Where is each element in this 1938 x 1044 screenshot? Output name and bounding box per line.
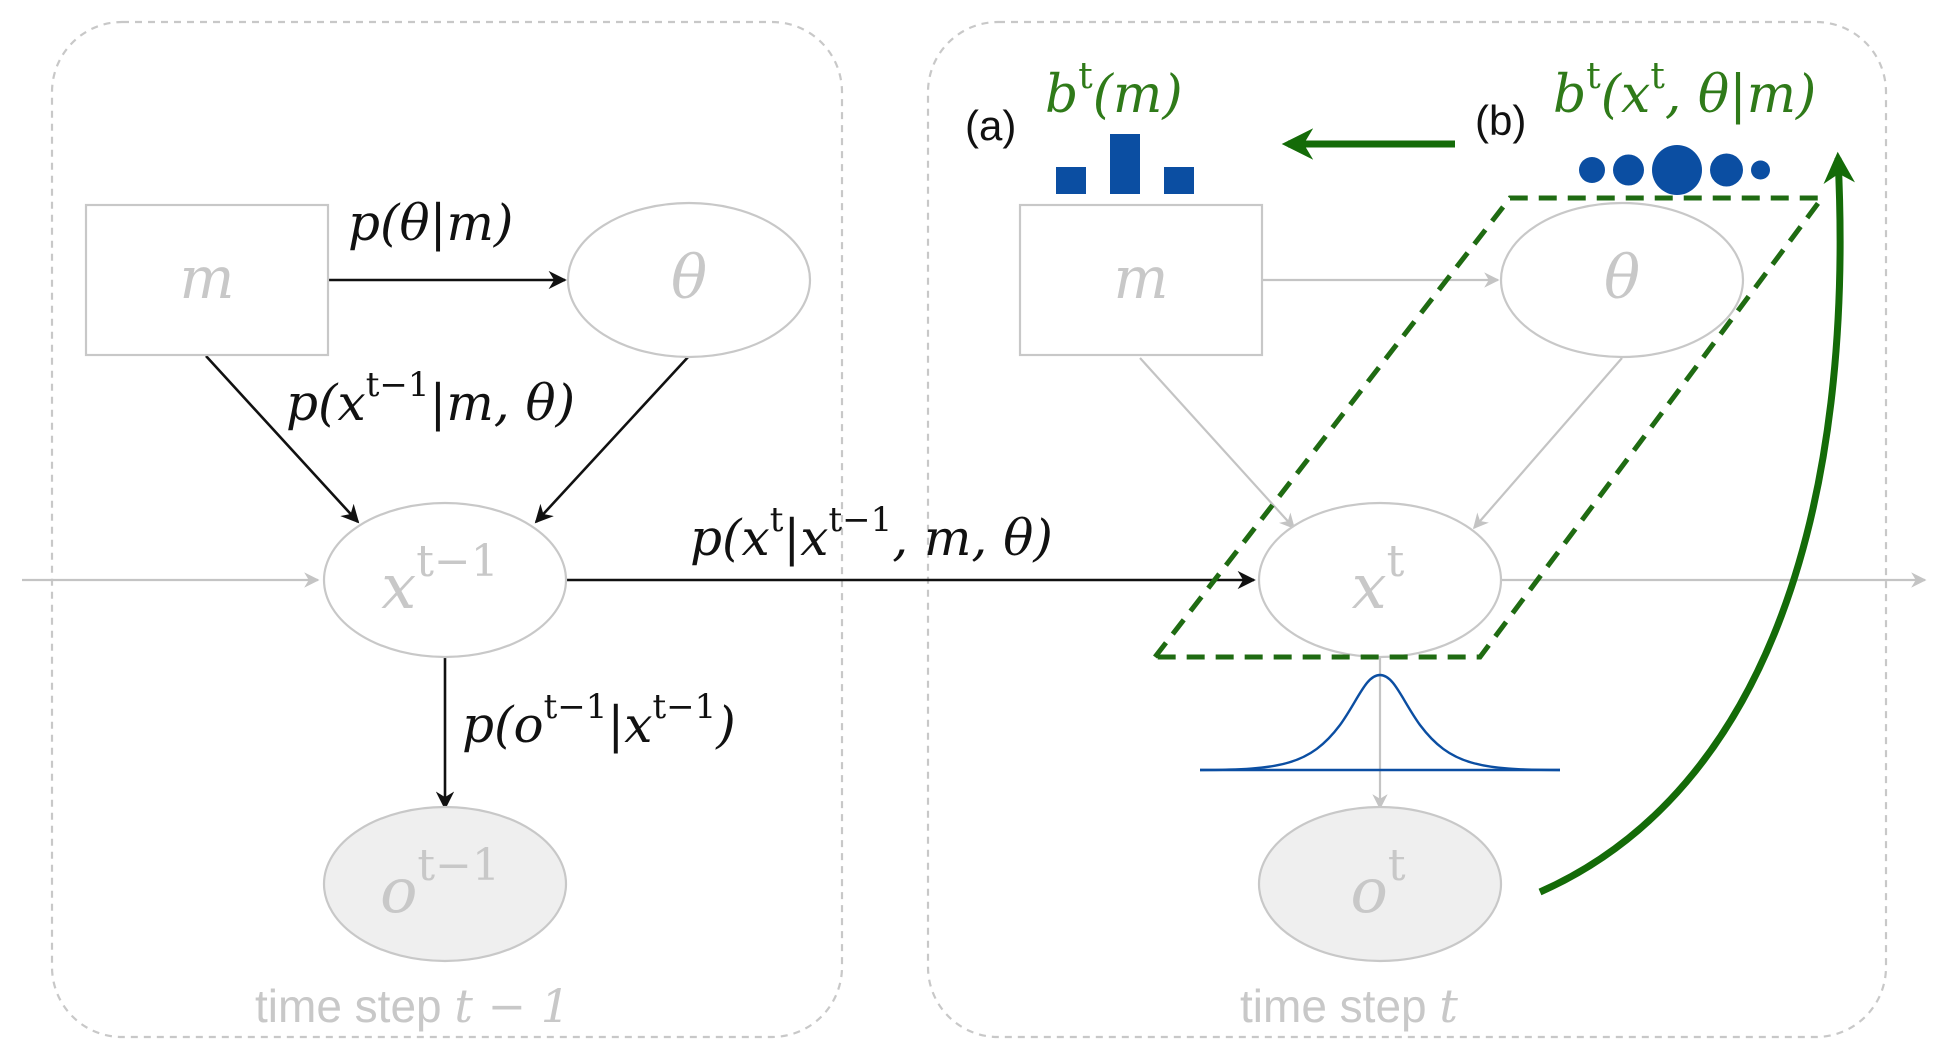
- node-theta-current: [1499, 201, 1745, 359]
- node-x-previous: [322, 501, 568, 659]
- node-o-current: [1257, 805, 1503, 963]
- belief-joint-dot: [1710, 153, 1743, 187]
- label-belief-m: bt(m): [1045, 56, 1183, 125]
- belief-joint-dot-chart: [1579, 145, 1770, 195]
- node-theta-previous-label: θ: [671, 243, 707, 313]
- likelihood-curve: [1199, 673, 1561, 772]
- panel-current-time-step: [926, 20, 1888, 1039]
- belief-region-parallelogram: [1149, 195, 1827, 660]
- tag-a: (a): [965, 102, 1016, 149]
- edge-theta-to-x-current: [1472, 357, 1623, 530]
- node-theta-current-label: θ: [1604, 243, 1640, 313]
- edge-m-to-x-current: [1139, 357, 1296, 530]
- node-x-current-label: xt: [1352, 536, 1405, 623]
- belief-m-bar: [1110, 134, 1140, 194]
- belief-update-arrow: [1538, 151, 1855, 896]
- belief-joint-dot: [1613, 154, 1644, 186]
- panel-previous-time-step: [50, 20, 844, 1039]
- caption-previous-time-step: time step t − 1: [255, 979, 570, 1033]
- node-m-previous: [84, 203, 330, 357]
- tag-b: (b): [1475, 97, 1526, 144]
- label-belief-joint: bt(xt, θ|m): [1553, 56, 1816, 125]
- node-m-previous-label: m: [180, 244, 235, 312]
- node-x-previous-label: xt−1: [381, 536, 499, 623]
- label-transition: p(xt|xt−1, m, θ): [690, 500, 1053, 567]
- belief-joint-dot: [1652, 145, 1702, 195]
- belief-joint-dot: [1751, 160, 1770, 180]
- node-o-previous: [322, 805, 568, 963]
- label-obs-given-x: p(ot−1|xt−1): [462, 687, 736, 754]
- edge-m-to-x-previous: [205, 355, 360, 524]
- edge-theta-to-x-previous: [534, 355, 690, 524]
- belief-m-bar-chart: [1056, 134, 1194, 194]
- node-m-current-label: m: [1114, 244, 1169, 312]
- belief-joint-dot: [1579, 157, 1605, 183]
- node-o-current-label: ot: [1350, 840, 1405, 927]
- label-theta-given-m: p(θ|m): [348, 194, 513, 252]
- caption-current-time-step: time step t: [1240, 979, 1458, 1033]
- belief-m-bar: [1164, 167, 1194, 194]
- node-o-previous-label: ot−1: [380, 840, 500, 927]
- node-x-current: [1257, 501, 1503, 659]
- node-theta-previous: [566, 201, 812, 359]
- belief-m-bar: [1056, 167, 1086, 194]
- node-m-current: [1018, 203, 1264, 357]
- label-x-given-m-theta: p(xt−1|m, θ): [286, 365, 575, 432]
